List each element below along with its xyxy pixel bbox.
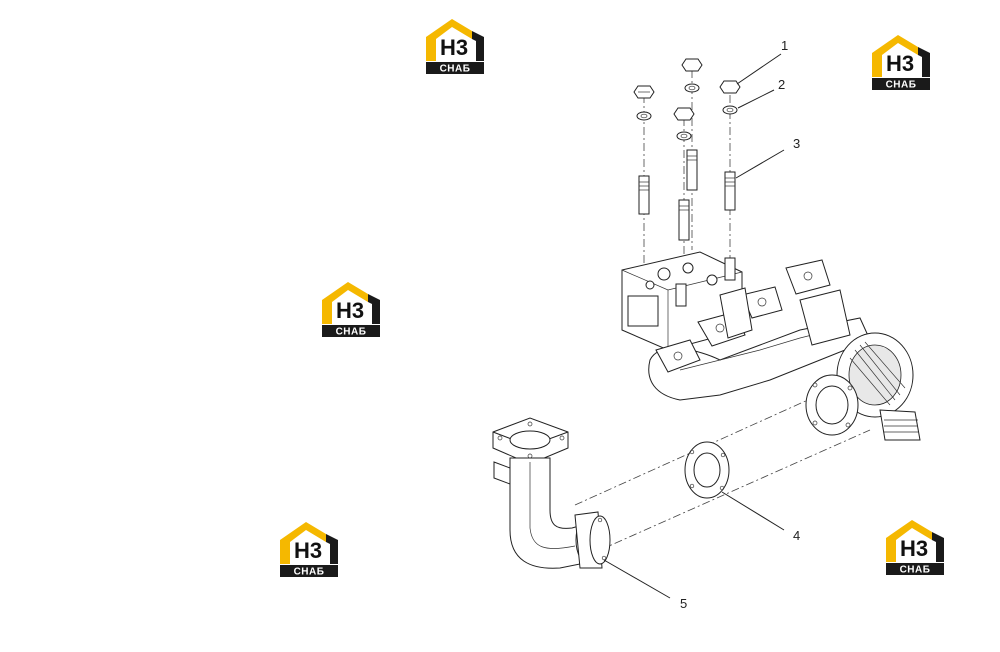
callout-1: 1 <box>781 38 788 53</box>
logo-house-shape <box>872 35 918 77</box>
logo-wall-shape <box>932 532 944 562</box>
logo-caption-bar <box>872 78 930 90</box>
callout-2: 2 <box>778 77 785 92</box>
exhaust-elbow-pipe <box>492 417 611 569</box>
exhaust-manifold-assembly <box>621 251 921 441</box>
stud <box>686 149 698 191</box>
logo-letters: Н3 <box>440 35 468 60</box>
logo-caption-bar <box>886 563 944 575</box>
logo-wall-shape <box>472 31 484 61</box>
logo-wall-shape <box>368 294 380 324</box>
logo-house-shape <box>886 520 932 562</box>
washer <box>676 131 692 141</box>
logo-letters: Н3 <box>886 51 914 76</box>
fastener-set <box>633 58 741 241</box>
nut <box>673 107 695 121</box>
logo-letters: Н3 <box>294 538 322 563</box>
stud <box>678 199 690 241</box>
logo-caption: СНАБ <box>886 80 917 91</box>
logo-letters: Н3 <box>336 298 364 323</box>
nut <box>633 85 655 99</box>
logo-caption: СНАБ <box>440 64 471 75</box>
logo-caption: СНАБ <box>336 327 367 338</box>
stud <box>638 175 650 215</box>
logo-caption-bar <box>280 565 338 577</box>
logo-caption-bar <box>426 62 484 74</box>
logo-house-shape <box>426 19 472 61</box>
callout-5: 5 <box>680 596 687 611</box>
logo-letters: Н3 <box>900 536 928 561</box>
washer <box>636 111 652 121</box>
nut <box>681 58 703 72</box>
logo-wall-shape <box>918 47 930 77</box>
logo-house-shape <box>280 522 326 564</box>
logo-caption: СНАБ <box>900 565 931 576</box>
logo-house-shape <box>322 282 368 324</box>
stud <box>724 171 736 211</box>
washer <box>722 105 738 115</box>
flange-gasket <box>684 441 730 499</box>
logo-wall-shape <box>326 534 338 564</box>
callout-4: 4 <box>793 528 800 543</box>
callout-leaders <box>603 53 785 599</box>
logo-caption: СНАБ <box>294 567 325 578</box>
washer <box>684 83 700 93</box>
logo-caption-bar <box>322 325 380 337</box>
callout-3: 3 <box>793 136 800 151</box>
nut <box>719 80 741 94</box>
